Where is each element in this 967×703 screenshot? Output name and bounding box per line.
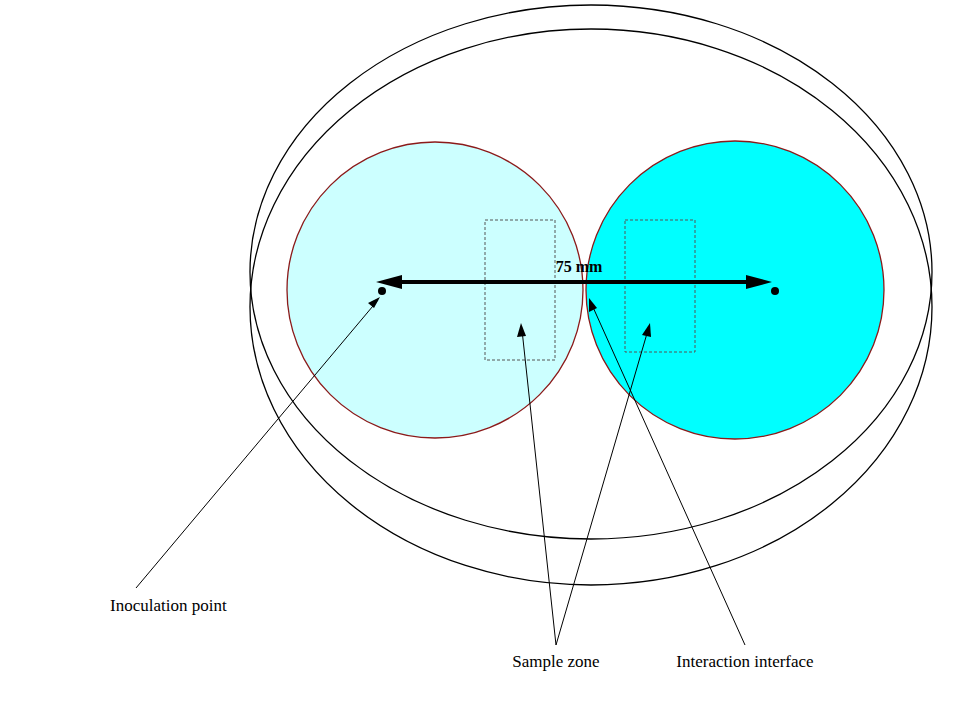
dish-rim-lower [250,29,932,585]
leader-line [136,300,378,588]
inoculation-dot [771,287,779,295]
dimension-label: 75 mm [556,257,603,277]
callout-label: Sample zone [512,652,599,672]
sample-zone-right [625,220,695,352]
callout-label: Inoculation point [110,596,227,616]
arrowhead-left [376,275,402,289]
leader-arrowhead [517,323,526,337]
dimension-arrow [398,280,752,284]
leader-line [522,330,556,645]
sample-zone-left [485,220,555,360]
inoculation-dot [378,287,386,295]
leader-line [592,305,745,645]
leader-arrowhead [642,323,651,337]
callout-label: Interaction interface [676,652,813,672]
colony-left [287,142,583,438]
leader-arrowhead [368,297,380,308]
leader-line [556,330,648,645]
dish-rim-upper [250,5,932,539]
leader-arrowhead [589,298,597,312]
colony-right [586,141,884,439]
arrowhead-right [746,275,772,289]
